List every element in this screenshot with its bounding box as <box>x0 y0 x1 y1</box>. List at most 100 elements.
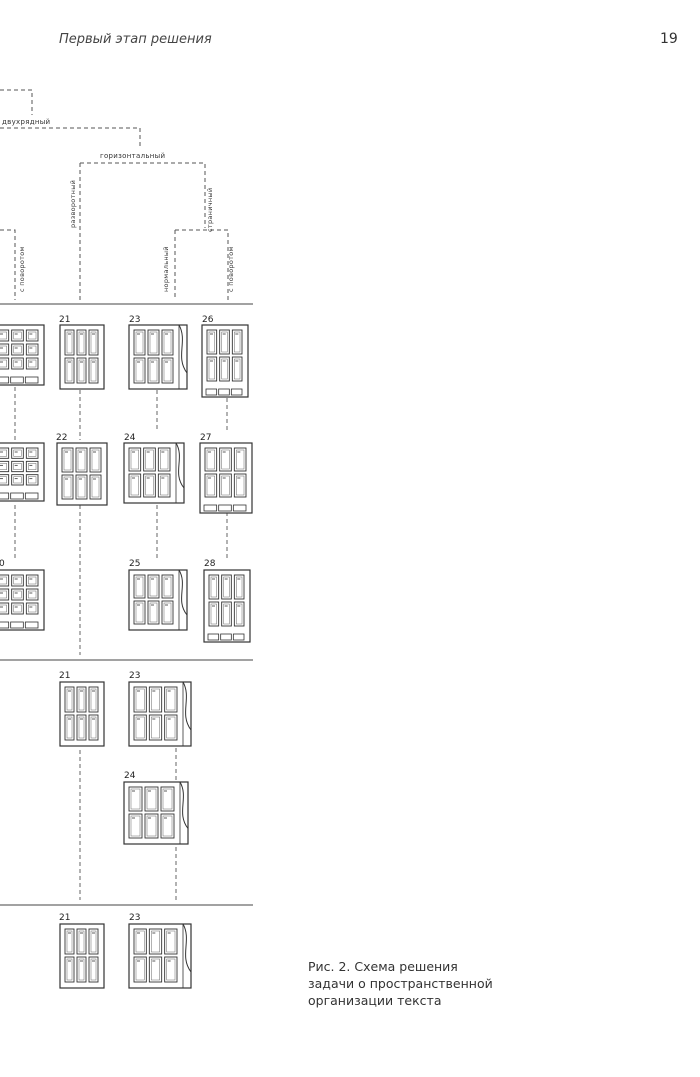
text-block <box>148 956 163 983</box>
text-block <box>133 357 146 384</box>
layout-thumbnail <box>0 324 45 386</box>
text-block <box>160 813 175 839</box>
text-block <box>76 686 87 713</box>
branch-line <box>175 229 229 300</box>
text-column <box>66 688 73 711</box>
text-column <box>90 359 97 382</box>
text-column <box>160 449 169 470</box>
text-column <box>135 688 145 711</box>
text-column <box>90 930 97 953</box>
text-block <box>147 574 160 599</box>
page-curl <box>182 681 192 746</box>
text-block <box>221 574 232 600</box>
text-block <box>0 357 10 370</box>
text-column <box>13 576 22 585</box>
text-column <box>0 476 7 484</box>
text-block <box>157 447 171 472</box>
text-column <box>28 476 37 484</box>
text-block <box>233 473 247 498</box>
text-block <box>164 714 178 741</box>
text-column <box>210 576 217 598</box>
text-column <box>13 463 22 470</box>
text-column <box>13 604 22 613</box>
text-column <box>151 716 160 739</box>
text-block <box>0 447 10 459</box>
text-block <box>11 329 24 342</box>
text-column <box>28 331 37 340</box>
text-block <box>206 356 218 382</box>
text-column <box>234 331 241 353</box>
text-block <box>88 928 99 955</box>
text-column <box>0 449 7 457</box>
text-block <box>233 574 245 600</box>
text-block <box>25 357 39 370</box>
text-block <box>25 602 39 615</box>
text-column <box>163 576 172 597</box>
text-column <box>13 331 22 340</box>
text-block <box>128 786 143 812</box>
text-column <box>28 449 37 457</box>
text-column <box>66 716 73 739</box>
text-column <box>135 359 144 382</box>
text-block <box>164 686 178 713</box>
text-column <box>90 331 97 354</box>
text-column <box>149 331 158 354</box>
text-column <box>236 449 245 470</box>
layout-thumbnail <box>199 442 253 514</box>
text-block <box>11 588 24 601</box>
page-number: 19 <box>660 31 678 47</box>
footer-block <box>218 388 230 396</box>
text-block <box>143 473 156 498</box>
text-column <box>66 359 73 382</box>
text-column <box>135 958 145 981</box>
layout-frame <box>59 324 105 390</box>
text-column <box>13 359 22 368</box>
text-block <box>0 460 10 473</box>
label-two-row: двухрядный <box>2 118 50 126</box>
label-spread: разворотный <box>69 180 77 228</box>
branch-line <box>80 162 206 228</box>
text-block <box>206 329 218 355</box>
text-column <box>28 359 37 368</box>
text-block <box>61 474 74 500</box>
text-block <box>25 329 39 342</box>
text-block <box>76 357 87 384</box>
text-column <box>135 716 145 739</box>
text-column <box>0 590 7 599</box>
text-column <box>130 788 141 810</box>
layout-thumbnail <box>128 569 188 631</box>
footer-block <box>203 504 218 512</box>
text-column <box>28 463 37 470</box>
text-block <box>88 714 99 741</box>
text-block <box>25 588 39 601</box>
text-block <box>164 928 178 955</box>
text-block <box>128 813 143 839</box>
text-column <box>236 576 243 598</box>
text-column <box>206 475 215 496</box>
text-block <box>208 574 220 600</box>
layout-thumbnail <box>59 681 105 747</box>
text-block <box>89 474 102 500</box>
text-column <box>149 602 158 623</box>
page-curl <box>175 442 185 503</box>
label-rotated-right: с поворотом <box>227 246 235 292</box>
text-block <box>219 473 232 498</box>
text-block <box>75 474 88 500</box>
text-block <box>219 356 230 382</box>
text-block <box>161 329 174 356</box>
text-block <box>76 956 87 983</box>
text-column <box>0 331 7 340</box>
text-column <box>149 359 158 382</box>
text-column <box>145 475 154 496</box>
text-column <box>151 958 160 981</box>
layout-thumbnail <box>59 324 105 390</box>
text-block <box>0 574 10 587</box>
text-column <box>77 449 86 471</box>
layout-frame <box>128 569 188 631</box>
text-block <box>11 447 24 459</box>
text-block <box>148 928 163 955</box>
text-column <box>66 930 73 953</box>
page-curl <box>178 324 188 389</box>
text-block <box>11 357 24 370</box>
text-column <box>166 688 176 711</box>
